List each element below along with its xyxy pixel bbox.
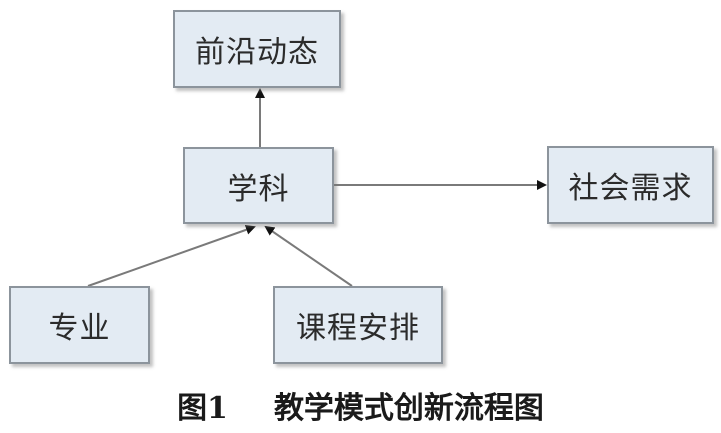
figure-title: 教学模式创新流程图 [273,391,544,426]
node-major: 专业 [9,286,150,364]
arrow-major-to-discipline [87,224,256,287]
node-discipline-label: 学科 [227,171,290,207]
node-social-demand-label: 社会需求 [568,171,693,206]
node-major-label: 专业 [48,311,111,346]
node-discipline: 学科 [183,147,334,224]
figure-caption: 图1 教学模式创新流程图 [0,382,721,428]
figure-number: 图1 [177,391,228,426]
arrow-course-to-discipline [264,225,353,287]
node-social-demand: 社会需求 [547,146,714,224]
node-course-label: 课程安排 [296,311,420,346]
node-frontier-dynamics: 前沿动态 [173,10,341,88]
node-course-arrangement: 课程安排 [273,286,443,364]
node-frontier-label: 前沿动态 [195,35,319,70]
